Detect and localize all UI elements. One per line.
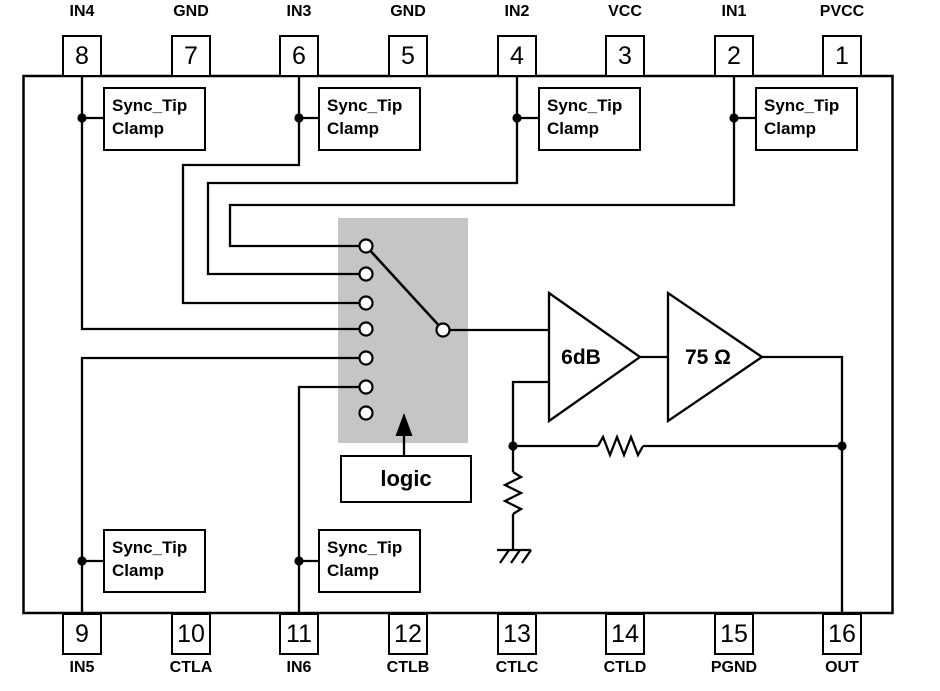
wire-in4 — [80, 76, 359, 331]
clamp-label-line1: Sync_Tip — [547, 96, 623, 115]
amp1-triangle — [547, 290, 642, 424]
mux-contact-in1 — [358, 238, 374, 254]
sync-tip-clamp-block-in2: Sync_Tip Clamp — [538, 87, 641, 151]
pin-number: 10 — [177, 619, 205, 648]
wire-in3 — [181, 76, 359, 305]
pin-box-12: 12 — [388, 613, 428, 655]
logic-block: logic — [340, 455, 472, 503]
pin-label-in2: IN2 — [504, 3, 530, 20]
pin-number: 7 — [184, 41, 198, 70]
pin-number: 14 — [611, 619, 639, 648]
pin-box-8: 8 — [62, 35, 102, 77]
pin-box-5: 5 — [388, 35, 428, 77]
pin-label-gnd5: GND — [390, 3, 426, 20]
mux-contact-in3 — [358, 295, 374, 311]
pin-box-6: 6 — [279, 35, 319, 77]
pin-box-14: 14 — [605, 613, 645, 655]
clamp-label-line2: Clamp — [112, 119, 164, 138]
mux-contact-in4 — [358, 321, 374, 337]
pin-number: 6 — [292, 41, 306, 70]
pin-box-16: 16 — [822, 613, 862, 655]
pin-label-ctlc: CTLC — [495, 659, 539, 676]
logic-arrowhead-icon — [395, 413, 413, 436]
sync-tip-clamp-block-in3: Sync_Tip Clamp — [318, 87, 421, 151]
pin-label-ctla: CTLA — [169, 659, 213, 676]
sync-tip-clamp-block-in1: Sync_Tip Clamp — [755, 87, 858, 151]
wire-in5 — [80, 356, 359, 613]
mux-pole-contact — [435, 322, 451, 338]
wire-in1 — [228, 76, 736, 248]
pin-number: 12 — [394, 619, 422, 648]
clamp-label-line2: Clamp — [547, 119, 599, 138]
pin-number: 8 — [75, 41, 89, 70]
pin-number: 11 — [286, 619, 312, 648]
pin-number: 16 — [828, 619, 856, 648]
pin-label-in4: IN4 — [69, 3, 95, 20]
ic-outline — [22, 74, 894, 615]
pin-label-pgnd: PGND — [710, 659, 758, 676]
amp2-impedance-label: 75 Ω — [684, 346, 732, 369]
clamp-label-line2: Clamp — [764, 119, 816, 138]
pin-box-3: 3 — [605, 35, 645, 77]
pin-number: 5 — [401, 41, 415, 70]
amp1-gain-label: 6dB — [561, 346, 601, 369]
pin-label-in6: IN6 — [286, 659, 312, 676]
pin-box-1: 1 — [822, 35, 862, 77]
mux-switch-arm — [365, 245, 444, 331]
clamp-label-line1: Sync_Tip — [327, 96, 403, 115]
pin-number: 9 — [75, 619, 89, 648]
pin-box-15: 15 — [714, 613, 754, 655]
pin-number: 13 — [503, 619, 531, 648]
ground-icon — [497, 548, 532, 564]
clamp-label-line2: Clamp — [327, 119, 379, 138]
pin-box-13: 13 — [497, 613, 537, 655]
wire-in6 — [297, 385, 359, 613]
pin-label-ctld: CTLD — [603, 659, 647, 676]
clamp-label-line2: Clamp — [327, 561, 379, 580]
clamp-label-line1: Sync_Tip — [112, 96, 188, 115]
pin-box-10: 10 — [171, 613, 211, 655]
sync-tip-clamp-block-in4: Sync_Tip Clamp — [103, 87, 206, 151]
pin-box-7: 7 — [171, 35, 211, 77]
mux-contact-in6 — [358, 379, 374, 395]
junction-dots — [77, 113, 847, 566]
mux-contact-in5 — [358, 350, 374, 366]
mux-contacts — [358, 238, 451, 421]
pin-number: 15 — [720, 619, 748, 648]
pin-label-in5: IN5 — [69, 659, 95, 676]
pin-number: 4 — [510, 41, 524, 70]
wire-output — [762, 355, 844, 613]
pin-number: 3 — [618, 41, 632, 70]
wire-feedback-input — [511, 380, 549, 446]
sync-tip-clamp-block-in6: Sync_Tip Clamp — [318, 529, 421, 593]
amp2-triangle — [666, 290, 765, 424]
mux-contact-in2 — [358, 266, 374, 282]
pin-box-9: 9 — [62, 613, 102, 655]
logic-label: logic — [380, 466, 432, 491]
pin-box-4: 4 — [497, 35, 537, 77]
mux-contact-unused — [358, 405, 374, 421]
resistor-shunt — [502, 471, 524, 515]
pin-label-in1: IN1 — [721, 3, 747, 20]
resistor-feedback — [596, 433, 645, 459]
pin-number: 1 — [835, 41, 849, 70]
sync-tip-clamp-block-in5: Sync_Tip Clamp — [103, 529, 206, 593]
pin-number: 2 — [727, 41, 741, 70]
pin-label-ctlb: CTLB — [386, 659, 430, 676]
pin-label-pvcc: PVCC — [819, 3, 865, 20]
pin-label-out: OUT — [825, 659, 859, 676]
wire-in2 — [206, 76, 519, 276]
pin-box-2: 2 — [714, 35, 754, 77]
clamp-label-line1: Sync_Tip — [112, 538, 188, 557]
pin-label-vcc: VCC — [608, 3, 642, 20]
pin-label-in3: IN3 — [286, 3, 312, 20]
clamp-label-line1: Sync_Tip — [764, 96, 840, 115]
pin-box-11: 11 — [279, 613, 319, 655]
clamp-label-line2: Clamp — [112, 561, 164, 580]
pin-label-gnd7: GND — [173, 3, 209, 20]
clamp-label-line1: Sync_Tip — [327, 538, 403, 557]
